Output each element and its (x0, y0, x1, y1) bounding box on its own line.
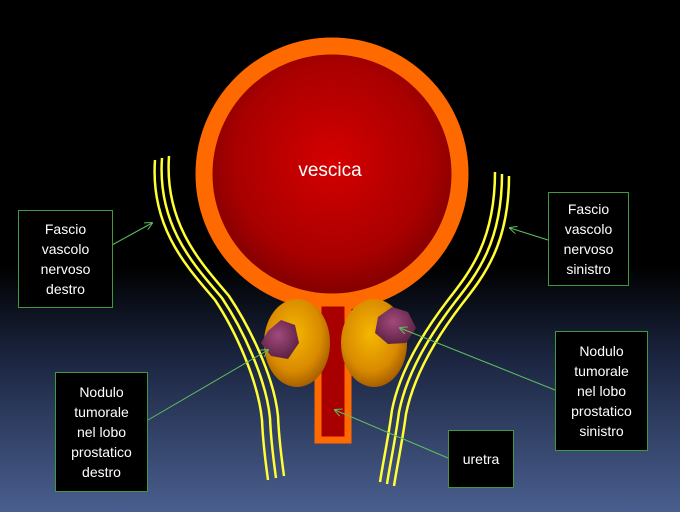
left-tumor-nodule (375, 307, 416, 344)
pointer-right-bundle (111, 223, 152, 246)
bladder-label: vescica (298, 160, 362, 181)
left-nodule-label: Nodulo tumorale nel lobo prostatico sini… (555, 331, 648, 451)
right-nodule-label: Nodulo tumorale nel lobo prostatico dest… (55, 372, 148, 492)
right-tumor-nodule (261, 320, 299, 359)
right-neurovascular-bundle (153, 155, 286, 481)
urethra-label: uretra (448, 430, 514, 488)
left-bundle-label: Fascio vascolo nervoso sinistro (548, 192, 629, 286)
left-neurovascular-bundle (378, 171, 511, 487)
pointer-left-bundle (510, 228, 549, 241)
right-bundle-label: Fascio vascolo nervoso destro (18, 210, 113, 308)
pointer-urethra (335, 410, 449, 459)
pointer-right-nodule (147, 350, 268, 421)
pointer-left-nodule (400, 328, 556, 391)
